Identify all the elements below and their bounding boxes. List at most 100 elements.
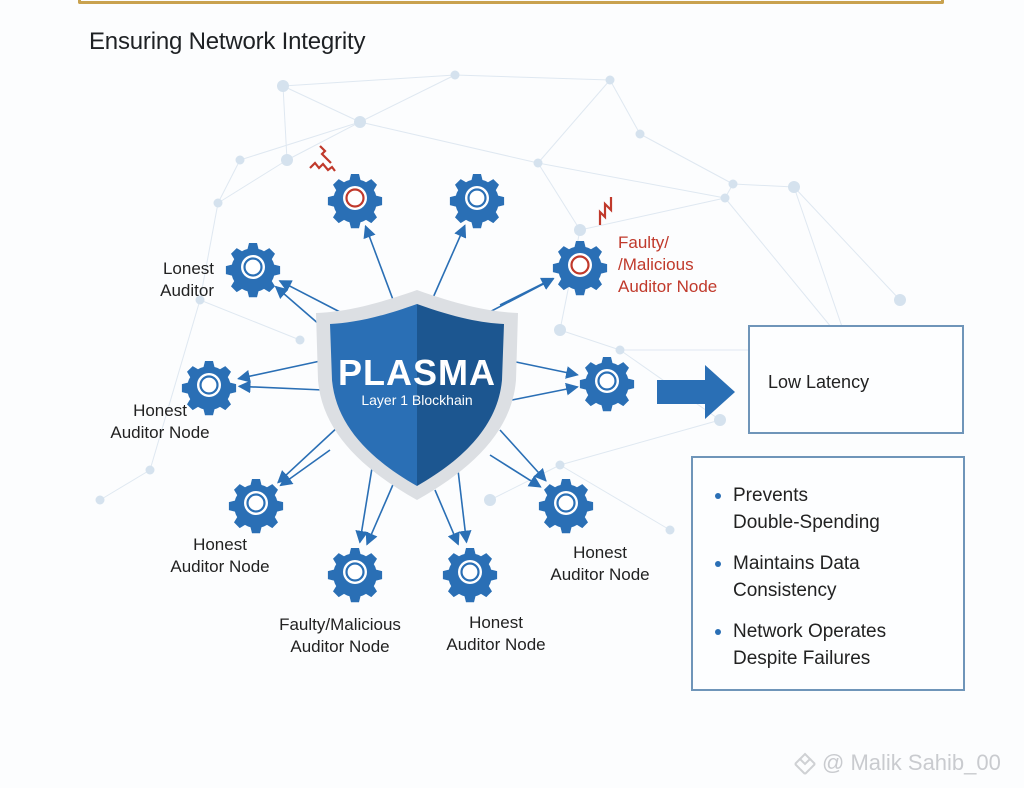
mesh-node (277, 80, 289, 92)
mesh-edge (537, 79, 611, 164)
mesh-node (450, 70, 460, 80)
mesh-node (533, 158, 543, 168)
mesh-node (894, 294, 906, 306)
mesh-node (281, 154, 293, 166)
binance-logo-icon (794, 752, 816, 775)
mesh-edge (217, 159, 288, 204)
node-status-ring (246, 493, 266, 513)
mesh-node (635, 129, 645, 139)
connection-arrow (457, 469, 472, 544)
connection-arrow (278, 280, 341, 313)
mesh-edge (454, 74, 611, 81)
mesh-node (665, 525, 675, 535)
background-mesh-nodes (95, 70, 906, 535)
lightning-icon (598, 197, 613, 225)
low-latency-box: Low Latency (748, 325, 964, 434)
connection-arrow (499, 277, 555, 306)
shield-icon (316, 290, 518, 500)
low-latency-label: Low Latency (768, 372, 870, 392)
node-upper-right (552, 197, 613, 296)
mesh-node (213, 198, 223, 208)
connection-arrow (515, 361, 579, 379)
lightning-icon (309, 145, 336, 172)
gear-icon (228, 479, 284, 534)
node-status-ring (460, 562, 480, 582)
mesh-edge (537, 162, 581, 231)
mesh-node (605, 75, 615, 85)
mesh-node (714, 414, 726, 426)
mesh-node (484, 494, 496, 506)
mesh-edge (559, 464, 671, 531)
mesh-edge (579, 197, 726, 231)
node-status-ring (570, 255, 590, 275)
mesh-edge (359, 121, 539, 164)
watermark-text: @ Malik Sahib_00 (822, 750, 1001, 775)
connection-arrow (489, 454, 542, 488)
gear-icon (442, 548, 498, 603)
mesh-edge (639, 133, 734, 185)
bullet-icon (715, 493, 721, 499)
mesh-edge (732, 183, 795, 188)
node-top-left (309, 145, 383, 229)
mesh-node (788, 181, 800, 193)
mesh-node (615, 345, 625, 355)
shield-subtitle: Layer 1 Blockhain (361, 392, 473, 408)
gear-icon (579, 357, 635, 412)
mesh-node (555, 460, 565, 470)
node-status-ring (199, 375, 219, 395)
gear-icon (449, 174, 505, 229)
mesh-node (145, 465, 155, 475)
mesh-node (354, 116, 366, 128)
connection-arrow (237, 380, 324, 394)
mesh-node (720, 193, 730, 203)
mesh-edge (282, 85, 288, 161)
connection-arrow (511, 382, 579, 401)
mesh-node (295, 335, 305, 345)
mesh-edge (559, 329, 621, 351)
page-title: Ensuring Network Integrity (89, 28, 366, 55)
mesh-edge (149, 299, 201, 471)
mesh-edge (199, 202, 219, 301)
node-lower-left (228, 479, 284, 534)
node-status-ring (345, 188, 365, 208)
node-left (181, 361, 237, 416)
node-lower-right (538, 479, 594, 534)
gear-icon (552, 241, 608, 296)
mesh-node (574, 224, 586, 236)
node-upper-left (225, 243, 281, 298)
node-status-ring (597, 371, 617, 391)
connection-arrow (434, 489, 460, 546)
connection-arrow (431, 224, 467, 301)
connection-arrow (355, 467, 373, 544)
top-frame-border (78, 0, 944, 4)
mesh-edge (282, 74, 456, 87)
watermark: @ Malik Sahib_00 (792, 750, 1001, 777)
mesh-edge (559, 419, 721, 466)
mesh-node (235, 155, 245, 165)
gear-icon (538, 479, 594, 534)
gear-icon (225, 243, 281, 298)
mesh-edge (282, 85, 361, 123)
connection-arrow (499, 429, 547, 482)
node-bottom-right (442, 548, 498, 603)
shield-title: PLASMA (338, 352, 496, 393)
mesh-edge (286, 121, 361, 161)
mesh-edge (489, 464, 561, 501)
mesh-node (95, 495, 105, 505)
node-bottom-left (327, 548, 383, 603)
bullet-icon (715, 561, 721, 567)
mesh-node (728, 179, 738, 189)
node-status-ring (345, 562, 365, 582)
connection-arrow (363, 224, 396, 306)
connection-arrow (279, 449, 331, 487)
